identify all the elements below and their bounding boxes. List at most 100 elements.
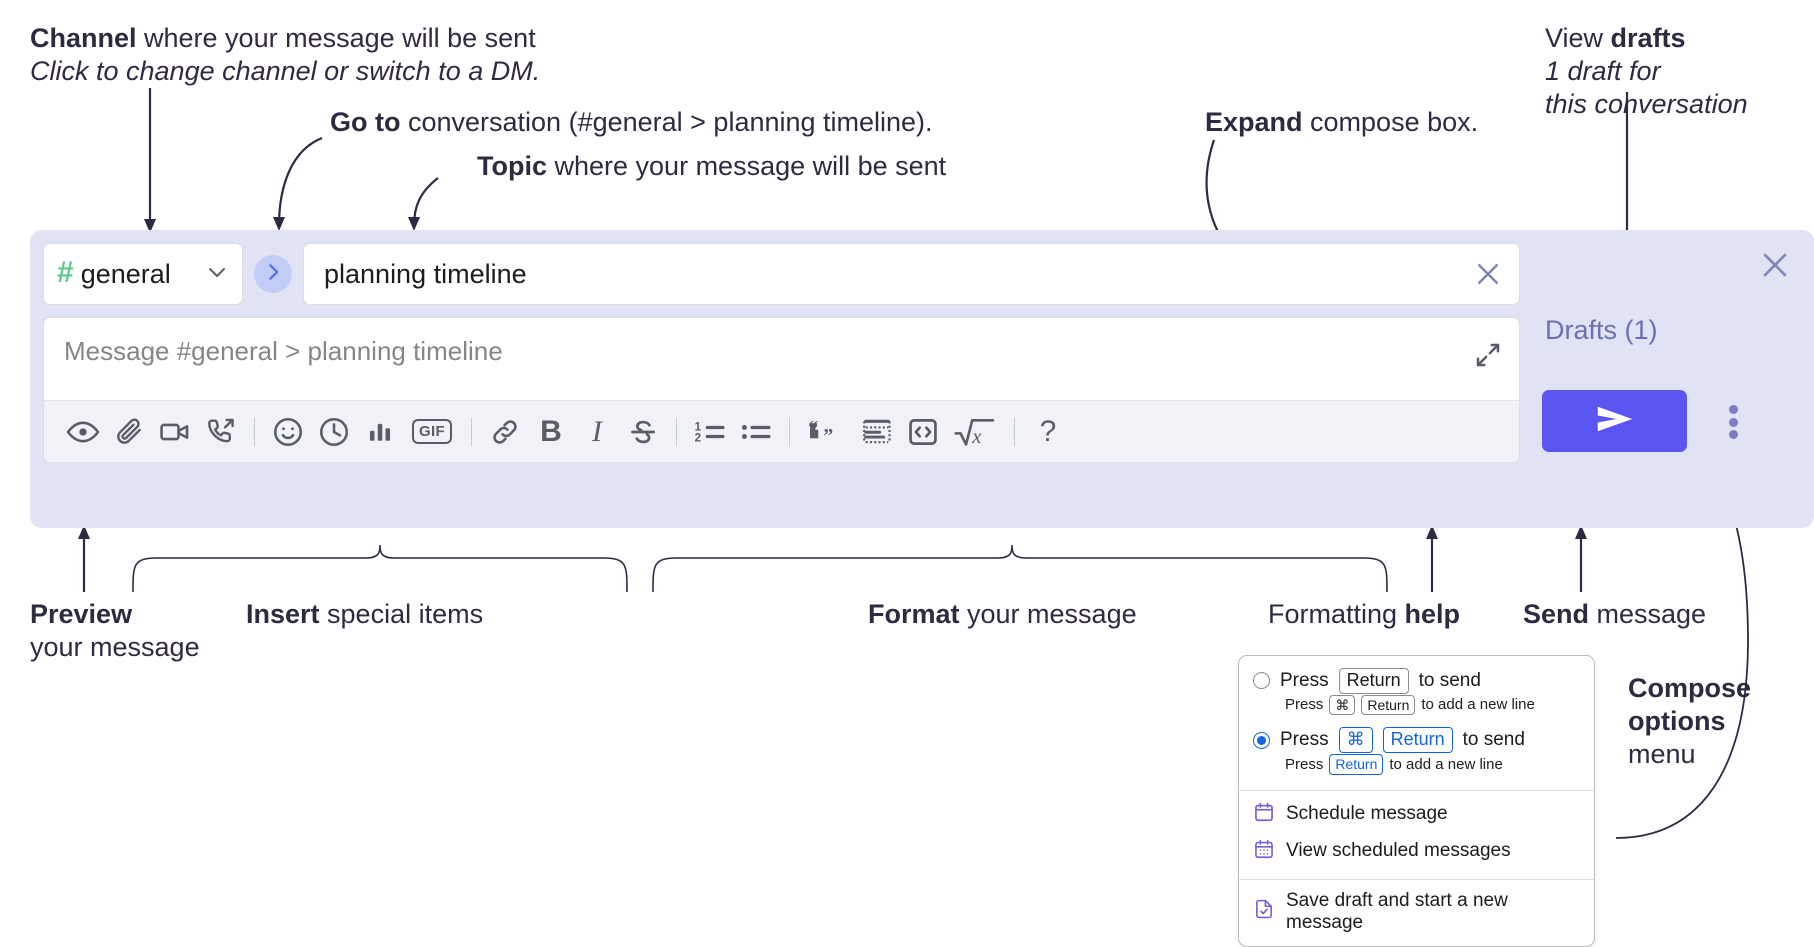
annotation-channel: Channel where your message will be sent …: [30, 22, 540, 88]
topic-clear-icon[interactable]: [1471, 257, 1505, 291]
annotation-format-rest: your message: [959, 599, 1137, 629]
annotation-drafts-bold: drafts: [1610, 23, 1686, 53]
menu-divider-1: [1239, 789, 1594, 791]
channel-name: general: [80, 258, 171, 289]
more-options-icon[interactable]: [1716, 402, 1750, 442]
key-return-3: Return: [1382, 727, 1453, 753]
annotation-drafts: View drafts 1 draft for this conversatio…: [1545, 22, 1748, 121]
annotation-formatting-help: Formatting help: [1268, 598, 1460, 631]
attachment-icon[interactable]: [106, 409, 152, 455]
drafts-link[interactable]: Drafts (1): [1545, 315, 1658, 345]
hash-icon: #: [57, 256, 74, 289]
key-cmd-1: ⌘: [1329, 694, 1356, 716]
annotation-help-pre: Formatting: [1268, 599, 1405, 629]
topic-field[interactable]: [303, 243, 1520, 305]
video-icon[interactable]: [152, 409, 198, 455]
option-1-post: to send: [1418, 669, 1481, 691]
annotation-preview-line2: your message: [30, 631, 200, 662]
svg-text:”: ”: [823, 425, 833, 447]
calendar-schedule-icon: [1253, 801, 1275, 828]
gif-icon[interactable]: GIF: [403, 409, 461, 455]
option-1-pre: Press: [1280, 669, 1329, 691]
annotation-compose-bold-2: options: [1628, 705, 1726, 736]
math-icon[interactable]: x: [946, 409, 1004, 455]
annotation-insert: Insert special items: [246, 598, 483, 631]
annotation-preview-bold: Preview: [30, 599, 133, 629]
key-return-2: Return: [1361, 694, 1416, 716]
topic-input[interactable]: [322, 257, 1471, 291]
option-2-sub-post: to add a new line: [1389, 755, 1503, 773]
menu-divider-2: [1239, 878, 1594, 880]
kebab-dot-1: [1728, 405, 1738, 414]
goto-conversation-button[interactable]: [254, 255, 292, 293]
audio-call-icon[interactable]: [198, 409, 244, 455]
annotation-expand: Expand compose box.: [1205, 106, 1478, 139]
annotation-goto-rest: conversation (#general > planning timeli…: [400, 107, 933, 137]
annotation-goto-bold: Go to: [330, 107, 401, 137]
radio-indicator-2[interactable]: [1253, 731, 1270, 749]
divider-5: [1014, 417, 1015, 446]
annotation-compose-rest: menu: [1628, 738, 1696, 769]
save-draft-icon: [1253, 898, 1275, 925]
link-icon[interactable]: [482, 409, 528, 455]
option-1-sub-pre: Press: [1285, 696, 1324, 714]
emoji-icon[interactable]: [265, 409, 311, 455]
annotation-send-rest: message: [1589, 599, 1707, 629]
radio-indicator-1[interactable]: [1253, 672, 1270, 690]
menu-item-save-draft[interactable]: Save draft and start a new message: [1239, 885, 1594, 944]
menu-item-schedule-message[interactable]: Schedule message: [1239, 796, 1594, 833]
chevron-right-icon: [263, 262, 283, 287]
radio-option-2-subtext: Press Return to add a new line: [1239, 753, 1594, 781]
code-block-icon[interactable]: [854, 409, 900, 455]
divider-4: [789, 417, 790, 446]
message-placeholder: Message #general > planning timeline: [64, 336, 503, 366]
chevron-down-icon: [205, 260, 229, 289]
clock-icon[interactable]: [311, 409, 357, 455]
strikethrough-icon[interactable]: [620, 409, 666, 455]
radio-option-cmd-return-to-send[interactable]: Press ⌘ Return to send: [1239, 721, 1594, 753]
annotation-channel-rest: where your message will be sent: [136, 23, 536, 53]
annotation-expand-bold: Expand: [1205, 107, 1303, 137]
preview-icon[interactable]: [60, 409, 106, 455]
annotation-channel-italic: Click to change channel or switch to a D…: [30, 55, 541, 86]
compose-main-column: # general Message #general > plan: [43, 243, 1520, 463]
blockquote-icon[interactable]: “ ”: [800, 409, 854, 455]
bold-icon[interactable]: B: [528, 409, 574, 455]
message-input-area[interactable]: Message #general > planning timeline: [44, 318, 1519, 400]
annotation-send-bold: Send: [1523, 599, 1590, 629]
send-button[interactable]: [1542, 390, 1687, 452]
annotation-topic-bold: Topic: [477, 151, 547, 181]
code-icon[interactable]: [900, 409, 946, 455]
annotation-format-bold: Format: [868, 599, 960, 629]
channel-selector[interactable]: # general: [43, 243, 243, 305]
annotation-send: Send message: [1523, 598, 1706, 631]
panel-close-icon[interactable]: [1758, 248, 1792, 287]
calendar-grid-icon: [1253, 838, 1275, 865]
menu-item-label-view-scheduled: View scheduled messages: [1286, 840, 1511, 862]
italic-icon[interactable]: I: [574, 409, 620, 455]
compose-panel: # general Message #general > plan: [30, 230, 1814, 528]
option-2-post: to send: [1462, 729, 1525, 751]
menu-item-view-scheduled[interactable]: View scheduled messages: [1239, 833, 1594, 870]
compose-options-menu: Press Return to send Press ⌘ Return to a…: [1238, 655, 1595, 947]
divider-2: [471, 417, 472, 446]
annotation-drafts-italic-1: 1 draft for: [1545, 55, 1661, 86]
compose-right-column: Drafts (1): [1520, 230, 1814, 528]
menu-item-label-schedule: Schedule message: [1286, 803, 1448, 825]
help-icon[interactable]: ?: [1025, 409, 1071, 455]
menu-item-label-save-draft: Save draft and start a new message: [1286, 889, 1508, 933]
radio-option-return-to-send[interactable]: Press Return to send: [1239, 666, 1594, 694]
message-editor: Message #general > planning timeline: [43, 317, 1520, 463]
annotation-help-bold: help: [1404, 599, 1461, 629]
annotation-drafts-italic-2: this conversation: [1545, 88, 1748, 119]
svg-text:“: “: [808, 417, 818, 439]
annotation-topic: Topic where your message will be sent: [477, 150, 946, 183]
poll-icon[interactable]: [357, 409, 403, 455]
annotation-drafts-pre: View: [1545, 23, 1611, 53]
bold-label: B: [540, 414, 562, 448]
svg-text:x: x: [971, 426, 981, 448]
expand-icon[interactable]: [1473, 340, 1503, 375]
bulleted-list-icon[interactable]: [733, 409, 779, 455]
ordered-list-icon[interactable]: 1 2: [687, 409, 733, 455]
italic-label: I: [592, 414, 602, 448]
